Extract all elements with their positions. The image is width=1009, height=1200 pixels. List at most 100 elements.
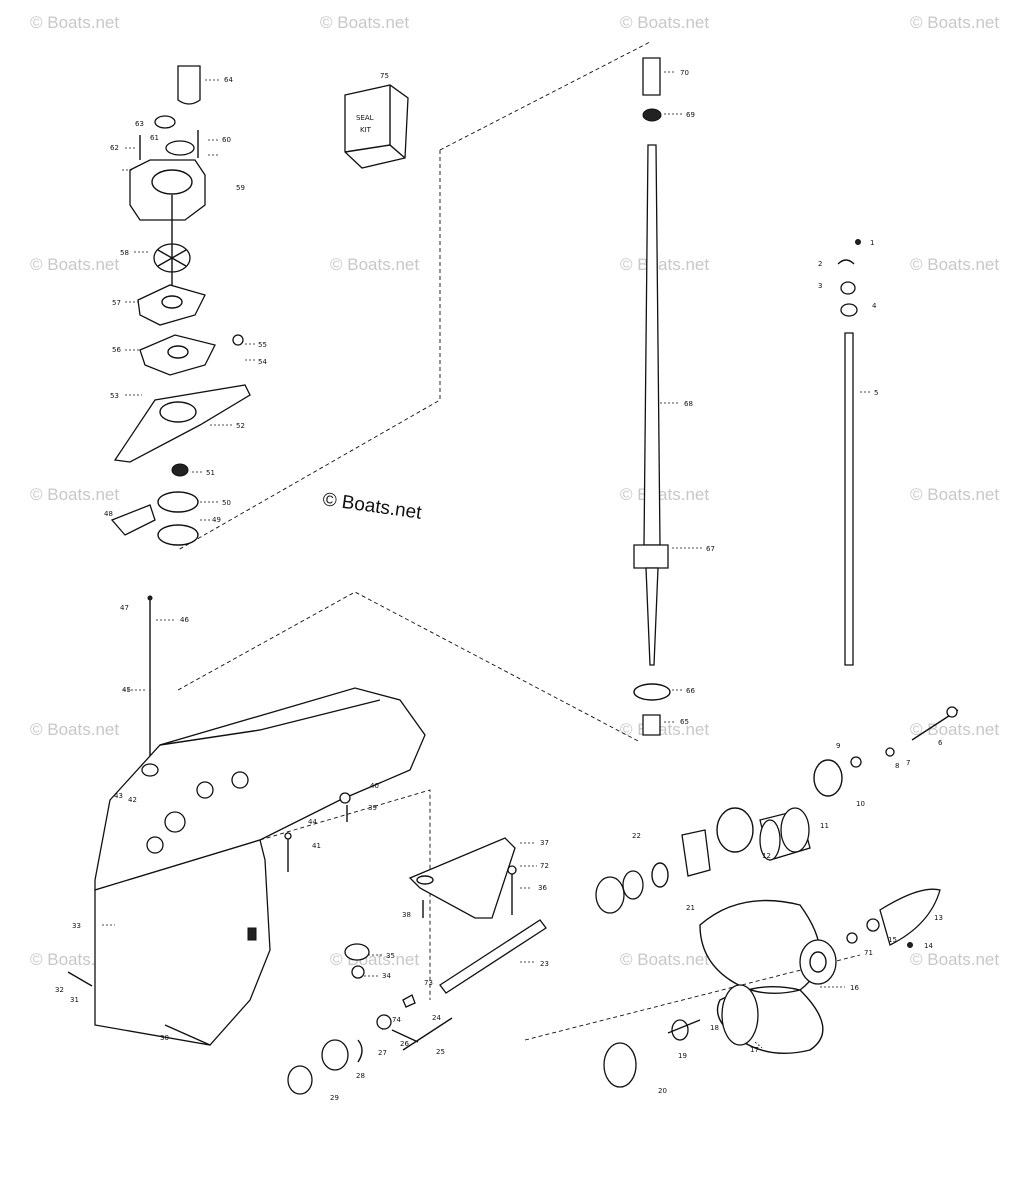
o-ring-part-66: [633, 683, 671, 701]
callout-56: 56: [112, 346, 121, 354]
watermark: © Boats.net: [330, 255, 419, 274]
callout-4: 4: [872, 302, 877, 310]
callout-31: 31: [70, 996, 79, 1004]
propeller-shaft-part-23: [439, 919, 547, 994]
callout-74: 74: [392, 1016, 401, 1024]
callout-33: 33: [72, 922, 81, 930]
drive-shaft-assembly: [633, 57, 671, 736]
callout-8: 8: [895, 762, 899, 770]
thrust-hub-part-20: [603, 1042, 637, 1088]
callout-30: 30: [160, 1034, 169, 1042]
o-ring-part-49: [157, 524, 199, 546]
callout-5: 5: [874, 389, 878, 397]
bushing-part-65: [642, 714, 661, 736]
callout-50: 50: [222, 499, 231, 507]
bearing-part-67: [633, 544, 669, 569]
gear-housing-cover-part-52: [113, 384, 251, 463]
callout-3: 3: [818, 282, 822, 290]
cap-part-35: [344, 943, 370, 961]
callout-7: 7: [906, 759, 910, 767]
callout-57: 57: [112, 299, 121, 307]
seal-part-69: [642, 108, 662, 122]
callout-70: 70: [680, 69, 689, 77]
callout-12: 12: [762, 852, 771, 860]
water-pump-assembly: [110, 65, 251, 546]
callout-18: 18: [710, 1024, 719, 1032]
gasket-part-48: [110, 504, 156, 536]
callout-1: 1: [870, 239, 874, 247]
callout-61: 61: [150, 134, 159, 142]
water-tube-part-64: [177, 65, 201, 105]
watermark: © Boats.net: [320, 13, 409, 32]
watermark: © Boats.net: [620, 13, 709, 32]
seal-part-51: [171, 463, 189, 477]
spinner-part-13: [879, 888, 941, 946]
callout-66: 66: [686, 687, 695, 695]
o-ring-part-10: [813, 759, 843, 797]
gear-part-28: [321, 1039, 349, 1071]
callout-75: 75: [380, 72, 389, 80]
skeg-part-37: [408, 837, 517, 919]
callout-2: 2: [818, 260, 822, 268]
pump-housing-part-59: [129, 159, 206, 221]
seal-part-61: [165, 140, 195, 156]
callout-35: 35: [386, 952, 395, 960]
watermark: © Boats.net: [910, 950, 999, 969]
callout-45: 45: [122, 686, 131, 694]
callout-11: 11: [820, 822, 829, 830]
watermark: © Boats.net: [910, 255, 999, 274]
callout-16: 16: [850, 984, 859, 992]
callout-25: 25: [436, 1048, 445, 1056]
callout-73: 73: [424, 979, 433, 987]
callout-47: 47: [120, 604, 129, 612]
propeller-assembly: [603, 888, 941, 1088]
seal-kit-label: KIT: [360, 126, 372, 134]
o-ring-part-12: [716, 807, 754, 853]
callout-59: 59: [236, 184, 245, 192]
callout-27: 27: [378, 1049, 387, 1057]
callout-26: 26: [400, 1040, 409, 1048]
bushing-part-70: [642, 57, 661, 96]
grommet-part-63: [154, 115, 176, 129]
watermark: © Boats.net: [910, 485, 999, 504]
callout-71: 71: [864, 949, 873, 957]
seal-kit: SEAL KIT: [344, 84, 409, 169]
callout-32: 32: [55, 986, 64, 994]
callout-36: 36: [538, 884, 547, 892]
callout-46: 46: [180, 616, 189, 624]
callout-10: 10: [856, 800, 865, 808]
callout-17: 17: [750, 1046, 759, 1054]
watermark: © Boats.net: [30, 255, 119, 274]
watermark: © Boats.net: [30, 485, 119, 504]
shift-rod-assembly: [837, 239, 861, 666]
watermark: © Boats.net: [910, 720, 999, 739]
watermark: © Boats.net: [620, 255, 709, 274]
callout-23: 23: [540, 960, 549, 968]
seal-kit-label: SEAL: [356, 114, 374, 122]
callout-21: 21: [686, 904, 695, 912]
watermarks: © Boats.net © Boats.net © Boats.net © Bo…: [30, 13, 999, 969]
callout-15: 15: [888, 936, 897, 944]
callout-42: 42: [128, 796, 137, 804]
watermark: © Boats.net: [620, 720, 709, 739]
bearing-part-29: [287, 1065, 313, 1095]
callout-63: 63: [135, 120, 144, 128]
callout-20: 20: [658, 1087, 667, 1095]
gear-part-21: [595, 876, 625, 914]
callout-22: 22: [632, 832, 641, 840]
drive-shaft-part-68: [643, 144, 661, 546]
watermark: © Boats.net: [330, 950, 419, 969]
callout-39: 39: [368, 804, 377, 812]
callout-52: 52: [236, 422, 245, 430]
watermark: © Boats.net: [30, 720, 119, 739]
callout-62: 62: [110, 144, 119, 152]
callout-14: 14: [924, 942, 933, 950]
bushing-part-16: [799, 939, 837, 985]
watermark-center: © Boats.net: [321, 489, 423, 524]
impeller-part-58: [153, 243, 191, 273]
callout-58: 58: [120, 249, 129, 257]
callout-37: 37: [540, 839, 549, 847]
callout-44: 44: [308, 818, 317, 826]
callout-65: 65: [680, 718, 689, 726]
